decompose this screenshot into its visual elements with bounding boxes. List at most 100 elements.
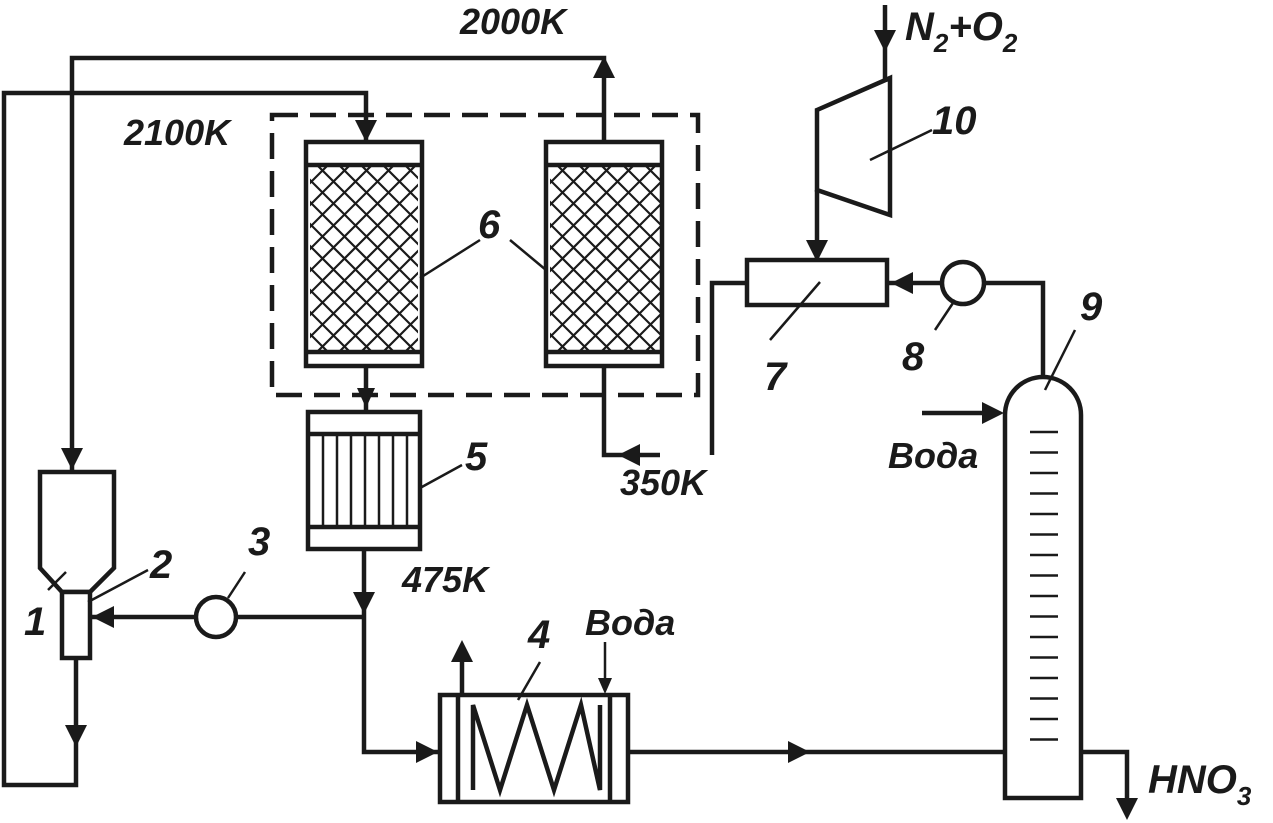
- feeder-hopper-1: [37, 469, 117, 595]
- mesh-line: [550, 165, 657, 273]
- mesh-line: [622, 165, 662, 206]
- label-number-6: 6: [478, 203, 501, 247]
- leader-6a: [419, 238, 481, 280]
- pipe-recycle-loop: [1, 90, 369, 788]
- label-number-8: 8: [902, 335, 925, 379]
- mesh-line: [338, 271, 418, 352]
- label-number-10: 10: [932, 99, 977, 143]
- arrow-into-left-regenerator: [355, 120, 377, 142]
- arrow-into-cooler: [357, 388, 375, 408]
- compressor-10: [814, 74, 893, 219]
- label-product: HNO3: [1148, 758, 1252, 811]
- arrow-into-nozzle: [92, 606, 114, 628]
- arrow-hx-water-in: [598, 678, 612, 694]
- mesh-line: [600, 165, 662, 228]
- mesh-line: [578, 267, 662, 352]
- label-temp-475k: 475K: [401, 559, 491, 600]
- leader-6b: [509, 239, 547, 271]
- mesh-line: [382, 315, 418, 352]
- column-trays: [1030, 430, 1058, 741]
- pump-8: [939, 259, 987, 307]
- label-number-4: 4: [527, 613, 550, 657]
- label-temp-350k: 350K: [620, 462, 709, 503]
- arrow-compressor-to-mixer: [806, 240, 828, 262]
- regenerator-left: [119, 139, 425, 369]
- mesh-line: [310, 310, 351, 352]
- mesh-line: [338, 165, 418, 246]
- mesh-line: [556, 245, 662, 352]
- arrow-hx-to-column: [788, 741, 810, 763]
- label-number-3: 3: [248, 520, 270, 564]
- mesh-line: [310, 165, 351, 207]
- heat-exchanger-4: [437, 692, 631, 805]
- gas-n: N: [905, 5, 935, 49]
- mesh-line: [622, 311, 662, 352]
- gas-n-sub: 2: [933, 28, 949, 58]
- mesh-line: [550, 165, 591, 207]
- mesh-line: [550, 165, 613, 229]
- mesh-line: [310, 183, 418, 295]
- label-temp-2100k: 2100K: [123, 112, 233, 153]
- arrow-pump8-to-mixer: [891, 272, 913, 294]
- arrow-gas-inlet: [874, 30, 896, 52]
- mesh-line: [550, 288, 613, 352]
- mesh-line: [550, 266, 635, 352]
- pipe-350k-to-mixer: [709, 280, 747, 455]
- mixer-7: [744, 257, 890, 308]
- leader-8: [933, 299, 957, 331]
- mesh-line: [382, 165, 418, 202]
- mesh-line: [310, 266, 395, 352]
- mesh-line: [360, 165, 418, 224]
- mesh-line: [550, 223, 662, 339]
- furnace-enclosure: [269, 112, 701, 398]
- pipe-regen-to-350k: [601, 366, 660, 458]
- regenerator-right: [543, 139, 665, 369]
- label-number-9: 9: [1080, 285, 1103, 329]
- mesh-line: [310, 165, 395, 251]
- label-number-7: 7: [764, 355, 788, 399]
- mesh-line: [550, 310, 591, 352]
- mesh-line: [119, 165, 306, 352]
- arrow-product-out: [1116, 798, 1138, 820]
- pipe-hot-gas-return: [69, 55, 607, 472]
- arrow-into-hx: [416, 741, 438, 763]
- mesh-line: [600, 289, 662, 352]
- mesh-line: [310, 165, 417, 273]
- leader-10: [869, 128, 933, 162]
- mesh-line: [119, 165, 306, 352]
- arrow-out-right-regenerator: [593, 56, 615, 78]
- arrow-nozzle-down: [65, 725, 87, 747]
- product-main: HNO: [1148, 758, 1237, 802]
- gas-o-sub: 2: [1002, 28, 1018, 58]
- leader-2: [87, 568, 149, 604]
- leader-4: [516, 661, 542, 701]
- arrow-water-into-column: [982, 402, 1004, 424]
- cooler-5: [305, 409, 423, 552]
- mesh-line: [310, 227, 418, 339]
- leader-5: [419, 463, 463, 490]
- leader-1: [47, 571, 67, 591]
- pipe-column-to-pump8: [984, 280, 1046, 377]
- mesh-line: [310, 332, 329, 352]
- mesh-line: [316, 249, 418, 352]
- mesh-line: [550, 165, 635, 251]
- mesh-line: [550, 201, 662, 317]
- pump-3: [193, 594, 239, 640]
- mesh-line: [310, 165, 329, 185]
- label-number-2: 2: [149, 543, 172, 587]
- nozzle-2: [59, 589, 93, 661]
- gas-plus-o: +O: [948, 5, 1002, 49]
- packing-mesh-left: [119, 165, 418, 352]
- packing-mesh-right: [550, 165, 662, 352]
- mesh-line: [310, 288, 373, 352]
- mesh-line: [550, 179, 662, 295]
- label-temp-2000k: 2000K: [459, 1, 569, 42]
- arrow-into-feeder: [61, 448, 83, 470]
- mesh-line: [310, 165, 373, 229]
- label-number-5: 5: [465, 435, 488, 479]
- arrow-to-350k: [618, 444, 640, 466]
- arrow-hx-water-out: [451, 640, 473, 662]
- leader-7: [769, 281, 821, 341]
- arrow-cooler-down: [353, 592, 375, 614]
